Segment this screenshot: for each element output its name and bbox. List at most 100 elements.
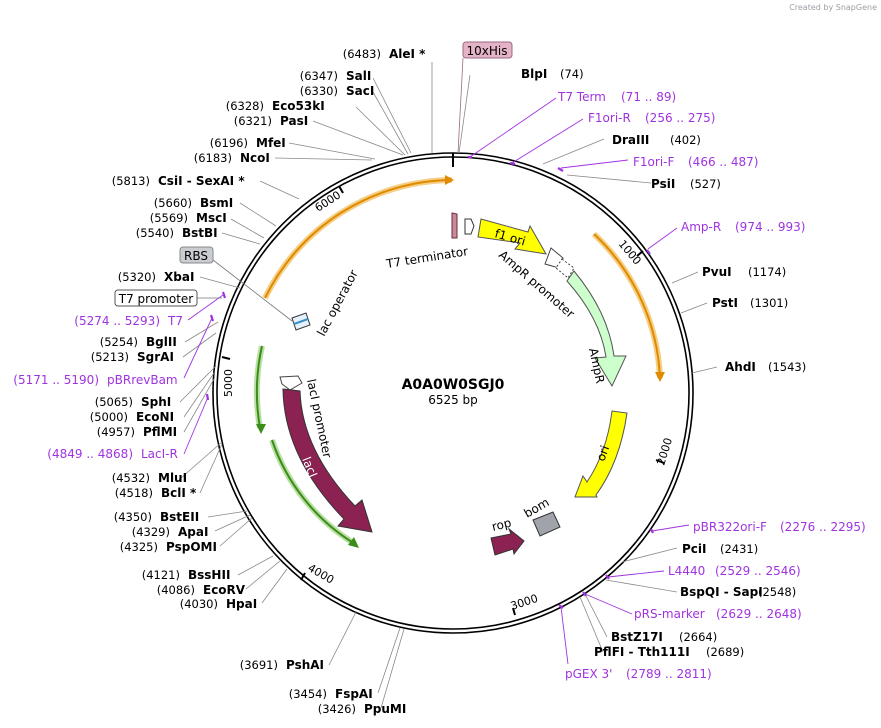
feature-t7-terminator[interactable]	[451, 212, 458, 239]
svg-text:PsiI: PsiI	[651, 177, 675, 191]
feature-ampr-promoter[interactable]	[544, 247, 575, 279]
primer-f1ori-f[interactable]: F1ori-F(466 .. 487)	[633, 155, 758, 169]
primer-prs-marker[interactable]: pRS-marker(2629 .. 2648)	[634, 607, 802, 621]
site-bglii[interactable]: (5254)BglII	[100, 335, 177, 349]
svg-text:(1174): (1174)	[748, 265, 786, 279]
site-xbai[interactable]: (5320)XbaI	[118, 270, 195, 284]
feature-ori[interactable]	[574, 410, 628, 498]
orange-arc-top-head	[445, 175, 454, 185]
site-ecorv[interactable]: (4086)EcoRV	[157, 583, 246, 597]
site-ppumi[interactable]: (3426)PpuMI	[318, 702, 407, 716]
site-ncoi[interactable]: (6183) NcoI	[194, 151, 270, 165]
svg-text:PasI: PasI	[280, 114, 308, 128]
svg-text:(6196): (6196)	[210, 136, 248, 150]
primer-t7-term[interactable]: T7 Term(71 .. 89)	[557, 90, 676, 104]
svg-text:(5813): (5813)	[112, 174, 150, 188]
feature-laci[interactable]	[282, 388, 373, 533]
site-econi[interactable]: (5000)EcoNI	[90, 410, 174, 424]
site-apai[interactable]: (4329)ApaI	[132, 525, 209, 539]
svg-text:SalI: SalI	[346, 69, 371, 83]
site-eco53ki[interactable]: (6328)Eco53kI	[226, 99, 325, 113]
label-t7-promoter[interactable]: T7 promoter	[114, 289, 222, 307]
primer-f1ori-r[interactable]: F1ori-R(256 .. 275)	[588, 111, 715, 125]
site-pspomi[interactable]: (4325)PspOMI	[120, 540, 217, 554]
site-pflmi[interactable]: (4957)PflMI	[97, 425, 177, 439]
leader-bcli	[199, 443, 223, 494]
site-ahdi[interactable]: AhdI(1543)	[725, 360, 806, 374]
primer-pbr322ori-f[interactable]: pBR322ori-F(2276 .. 2295)	[693, 520, 866, 534]
site-draiii[interactable]: DraIII(402)	[612, 133, 701, 147]
leader-pgex	[560, 606, 569, 665]
svg-text:(4030): (4030)	[180, 597, 218, 611]
site-msci[interactable]: (5569)MscI	[150, 211, 227, 225]
svg-text:NcoI: NcoI	[240, 151, 270, 165]
label-10xhis[interactable]: 10xHis	[457, 41, 513, 154]
leader-bstz17i	[584, 593, 608, 638]
svg-text:(1543): (1543)	[768, 360, 806, 374]
site-aleI[interactable]: (6483)AleI *	[343, 47, 426, 61]
svg-text:(6330): (6330)	[300, 84, 338, 98]
feature-lac-operator[interactable]	[291, 312, 311, 331]
leader-bstbi	[221, 232, 261, 245]
orange-arc-top	[262, 177, 453, 300]
site-bsmi[interactable]: (5660)BsmI	[154, 196, 234, 210]
svg-text:(4532): (4532)	[112, 471, 150, 485]
feature-rop[interactable]	[490, 527, 525, 556]
site-psti[interactable]: PstI(1301)	[712, 296, 788, 310]
site-sali[interactable]: (6347)SalI	[300, 69, 372, 83]
label-rbs[interactable]: RBS	[179, 246, 293, 322]
site-blpi[interactable]: BlpI(74)	[521, 67, 584, 81]
svg-text:(5065): (5065)	[95, 395, 133, 409]
site-mfei[interactable]: (6196) MfeI	[210, 136, 286, 150]
svg-text:PstI: PstI	[712, 296, 738, 310]
leader-pasi	[312, 120, 404, 156]
site-pvui[interactable]: PvuI(1174)	[702, 265, 786, 279]
svg-text:HpaI: HpaI	[226, 597, 257, 611]
site-psii[interactable]: PsiI(527)	[651, 177, 721, 191]
svg-text:BstBI: BstBI	[182, 226, 218, 240]
site-pshai[interactable]: (3691)PshAI	[240, 658, 324, 672]
svg-text:(6183): (6183)	[194, 151, 232, 165]
site-bspqi-sapi[interactable]: BspQI - SapI(2548)	[680, 585, 796, 599]
svg-text:MfeI: MfeI	[256, 136, 286, 150]
primer-amp-r[interactable]: Amp-R(974 .. 993)	[681, 220, 805, 234]
primer-laci-r[interactable]: (4849 .. 4868)LacI-R	[47, 447, 178, 461]
feature-f1-ori[interactable]	[477, 218, 547, 255]
site-bstz17i[interactable]: BstZ17I (2664)	[611, 630, 717, 644]
svg-text:(4518): (4518)	[115, 486, 153, 500]
site-bsteii[interactable]: (4350)BstEII	[114, 510, 199, 524]
leader-pspomi	[219, 517, 253, 547]
leader-blpi	[458, 74, 471, 154]
site-fspai[interactable]: (3454)FspAI	[289, 687, 373, 701]
site-pflfi-tth111i[interactable]: PflFI - Tth111I(2689)	[594, 645, 744, 659]
svg-text:(2664): (2664)	[679, 630, 717, 644]
primer-t7[interactable]: (5274 .. 5293)T7	[74, 314, 183, 328]
svg-text:(3454): (3454)	[289, 687, 327, 701]
green-arc-inner-head	[348, 537, 359, 548]
site-csii-sexai[interactable]: (5813)CsiI - SexAI *	[112, 174, 246, 188]
svg-text:BglII: BglII	[146, 335, 177, 349]
feature-ampr[interactable]	[566, 270, 627, 388]
svg-text:MluI: MluI	[158, 471, 187, 485]
site-sgrai[interactable]: (5213)SgrAI	[91, 350, 174, 364]
site-bstbi[interactable]: (5540)BstBI	[136, 226, 218, 240]
leader-ecorv	[245, 560, 281, 590]
leader-pflfi	[579, 596, 604, 653]
site-saci[interactable]: (6330)SacI	[300, 84, 375, 98]
svg-text:BspQI - SapI: BspQI - SapI	[680, 585, 763, 599]
svg-text:BstZ17I: BstZ17I	[611, 630, 663, 644]
site-pcii[interactable]: PciI(2431)	[682, 542, 758, 556]
feature-bom[interactable]	[532, 511, 561, 537]
site-bsshii[interactable]: (4121)BssHII	[142, 568, 231, 582]
leader-sphi	[179, 365, 217, 403]
primer-l4440[interactable]: L4440(2529 .. 2546)	[668, 564, 801, 578]
site-pasi[interactable]: (6321)PasI	[234, 114, 308, 128]
primer-pgex-3[interactable]: pGEX 3'(2789 .. 2811)	[565, 667, 712, 681]
primer-pbrrevbam[interactable]: (5171 .. 5190)pBRrevBam	[13, 373, 177, 387]
svg-text:(5171 .. 5190): (5171 .. 5190)	[13, 373, 99, 387]
label-rbs-text: RBS	[184, 249, 208, 263]
site-hpai[interactable]: (4030) HpaI	[180, 597, 257, 611]
site-bcli[interactable]: (4518)BclI *	[115, 486, 197, 500]
site-mlui[interactable]: (4532) MluI	[112, 471, 187, 485]
site-sphi[interactable]: (5065)SphI	[95, 395, 172, 409]
